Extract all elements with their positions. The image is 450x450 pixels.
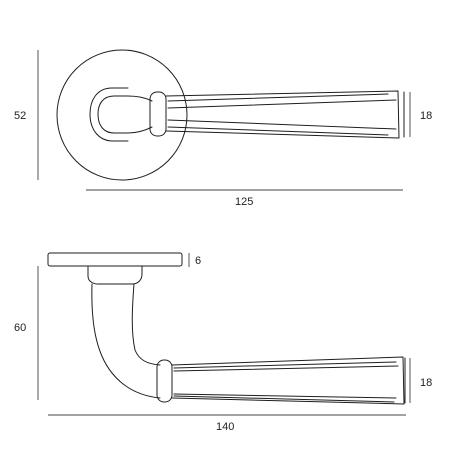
dim-6-label: 6 <box>195 255 201 267</box>
boss-outline <box>89 87 129 142</box>
boss-inner <box>97 95 129 134</box>
collar <box>149 91 167 137</box>
dim-52-label: 52 <box>14 110 26 122</box>
rose-plate <box>47 252 183 267</box>
lever-flute <box>167 93 397 136</box>
rose-circle <box>56 49 188 181</box>
dim-18-bottom-label: 18 <box>420 377 432 389</box>
side-lever-flute <box>173 361 399 403</box>
dim-125-label: 125 <box>235 196 253 208</box>
dim-60-label: 60 <box>14 322 26 334</box>
side-lever-outline <box>171 356 405 405</box>
side-collar <box>87 265 143 285</box>
dim-140-label: 140 <box>216 421 234 433</box>
neck-outline <box>127 95 153 134</box>
side-lever-collar <box>156 359 173 403</box>
lever-outline <box>165 90 400 139</box>
dim-18-top-label: 18 <box>420 110 432 122</box>
top-view: 52 18 125 <box>14 49 432 208</box>
side-view: 6 60 18 140 <box>14 252 432 433</box>
side-neck <box>91 283 161 399</box>
